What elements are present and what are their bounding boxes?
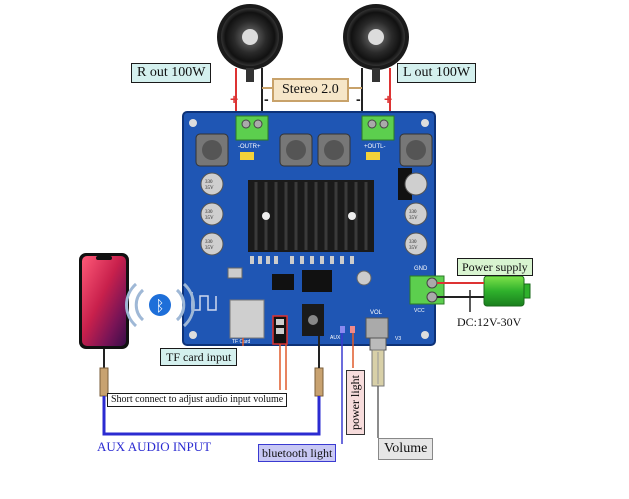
svg-text:-: - [356,91,361,107]
silk-vcc: VCC [414,308,425,314]
svg-text:330: 330 [205,210,213,215]
svg-text:330: 330 [205,240,213,245]
silk-out-l: +OUTL- [364,144,386,150]
volume-label: Volume [378,438,434,460]
power-wires [437,282,484,298]
annotation-lines [242,290,471,444]
power-light-label: power light [346,370,365,435]
power-terminal [409,275,445,305]
capacitors-right: 330 35V 330 35V [398,168,428,256]
svg-text:330: 330 [409,210,417,215]
power-supply-label: Power supply [457,258,533,276]
svg-text:330: 330 [409,240,417,245]
svg-text:330: 330 [205,180,213,185]
aux-audio-input-label: AUX AUDIO INPUT [97,439,212,454]
capacitors-left: 330 35V 330 35V 330 35V [200,172,224,256]
smartphone [79,253,129,349]
silk-tf: TF Card [232,339,251,345]
dc-range-label: DC:12V-30V [457,315,522,329]
out-right-terminal [235,115,269,141]
l-out-label: L out 100W [397,63,477,83]
silk-vol: VOL [370,310,383,316]
silk-gnd: GND [414,266,428,272]
svg-text:+: + [384,91,392,107]
bluetooth-glyph: ᛒ [155,297,164,315]
power-led [350,326,355,333]
polarity-marks: + - - + [230,91,392,107]
short-connect-label: Short connect to adjust audio input volu… [107,393,288,407]
volume-pot-body [365,317,389,339]
tf-card-slot [229,299,265,339]
svg-text:35V: 35V [409,216,418,221]
battery [483,275,531,307]
svg-text:35V: 35V [205,186,214,191]
tf-card-input-label: TF card input [160,348,238,366]
speaker-right [217,4,283,82]
svg-text:+: + [230,91,238,107]
stereo-label: Stereo 2.0 [272,78,349,102]
bluetooth-signal: ᛒ [125,282,195,328]
heatsink [248,180,374,252]
volume-knob[interactable] [369,337,387,387]
r-out-label: R out 100W [131,63,212,83]
speaker-left [343,4,409,82]
silk-out-r: -OUTR+ [238,144,261,150]
bluetooth-icon [149,294,171,316]
svg-text:35V: 35V [205,216,214,221]
aux-cable [99,336,324,436]
svg-text:35V: 35V [409,246,418,251]
silk-aux: AUX [330,335,341,341]
amplifier-board: -OUTR+ +OUTL- [182,111,445,346]
svg-text:-: - [264,91,269,107]
bluetooth-light-label: bluetooth light [258,444,337,462]
silk-v3: V3 [395,336,401,342]
bluetooth-led [340,326,345,333]
out-left-terminal [361,115,395,141]
svg-text:35V: 35V [205,246,214,251]
